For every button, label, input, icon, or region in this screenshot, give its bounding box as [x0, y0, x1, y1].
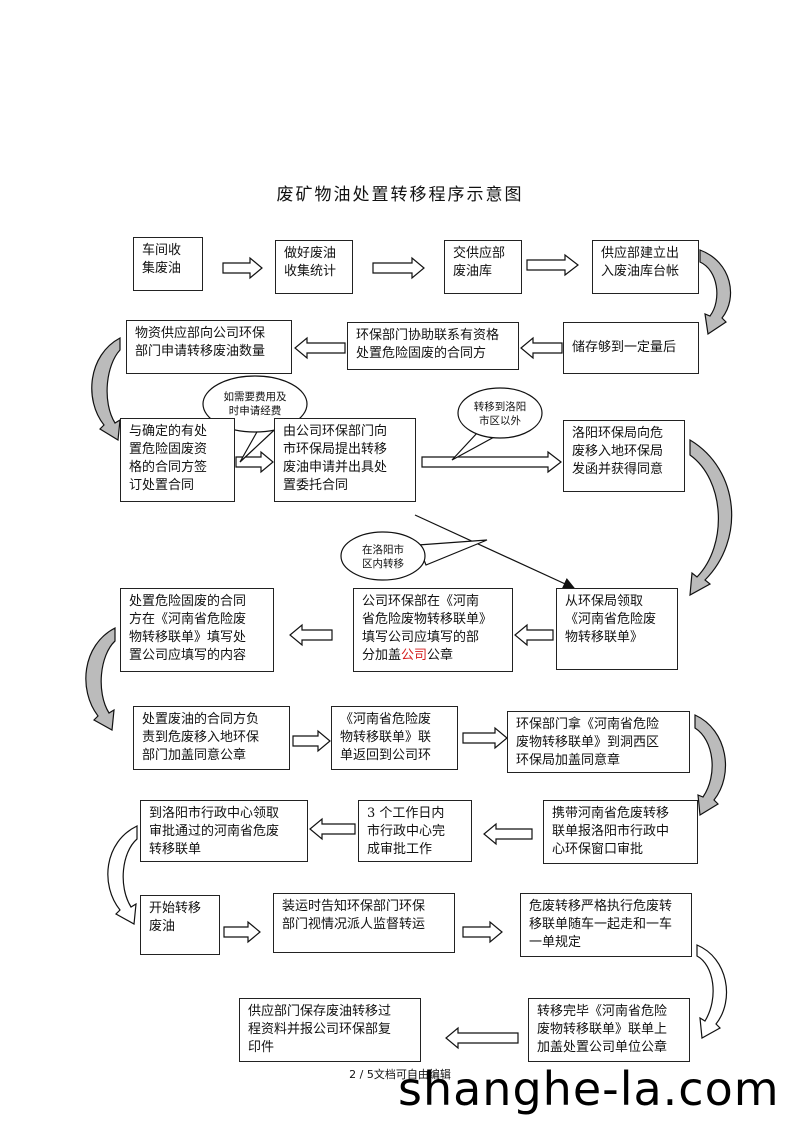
arrow-right-1 [222, 256, 263, 280]
watermark-text: shanghe-la.com [398, 1062, 780, 1116]
callout-text-3: 在洛阳市 区内转移 [362, 544, 404, 570]
step-box-12-text: 公司环保部在《河南 省危险废物转移联单》 填写公司应填写的部 分加盖 [362, 594, 493, 663]
step-box-21: 装运时告知环保部门环保 部门视情况派人监督转运 [273, 893, 455, 953]
step-box-3: 交供应部 废油库 [444, 240, 522, 294]
callout-bubble-2 [451, 387, 543, 461]
curve-arrow-left-1 [91, 337, 121, 442]
arrow-right-8 [223, 920, 261, 944]
arrow-left-5 [483, 822, 533, 846]
curve-arrow-right-3 [694, 714, 727, 817]
step-box-15: 《河南省危险废 物转移联单》联 单返回到公司环 [331, 706, 458, 770]
curve-arrow-right-1 [699, 249, 731, 336]
arrow-right-6 [292, 729, 331, 753]
curve-arrow-right-4 [696, 944, 728, 1039]
arrow-left-3 [514, 623, 554, 647]
step-box-10: 洛阳环保局向危 废移入地环保局 发函并获得同意 [563, 420, 685, 492]
arrow-right-5 [421, 450, 562, 474]
page-footer: 2 / 5文档可自由编辑 [349, 1068, 451, 1081]
step-box-5: 储存够到一定量后 [563, 322, 699, 374]
step-box-8: 与确定的有处 置危险固废资 格的合同方签 订处置合同 [120, 418, 235, 502]
step-box-12: 公司环保部在《河南 省危险废物转移联单》 填写公司应填写的部 分加盖公司公章 [353, 588, 513, 672]
arrow-right-3 [526, 253, 579, 277]
arrow-left-4 [289, 623, 333, 647]
step-box-9: 由公司环保部门向 市环保局提出转移 废油申请并出具处 置委托合同 [274, 418, 416, 502]
callout-text-1: 如需要费用及 时申请经费 [223, 391, 287, 417]
step-box-20: 开始转移 废油 [140, 895, 220, 955]
step-box-16: 环保部门拿《河南省危险 废物转移联单》到洞西区 环保局加盖同意章 [507, 711, 690, 773]
arrow-left-6 [309, 817, 356, 841]
company-highlight: 公司 [401, 648, 428, 663]
step-box-18: 3 个工作日内 市行政中心完 成审批工作 [358, 800, 472, 862]
arrow-left-2 [294, 336, 346, 360]
step-box-1: 车间收 集废油 [133, 237, 203, 291]
diagonal-arrow [414, 514, 576, 589]
arrow-left-1 [520, 336, 563, 360]
arrow-right-2 [372, 256, 425, 280]
arrow-left-7 [445, 1026, 519, 1050]
callout-bubble-3 [340, 531, 488, 581]
step-box-23: 转移完毕《河南省危险 废物转移联单》联单上 加盖处置公司单位公章 [528, 998, 690, 1062]
step-box-12-suffix: 公章 [427, 648, 454, 663]
step-box-11: 从环保局领取 《河南省危险废 物转移联单》 [556, 588, 678, 670]
step-box-4: 供应部建立出 入废油库台帐 [592, 240, 699, 294]
step-box-19: 到洛阳市行政中心领取 审批通过的河南省危废 转移联单 [140, 800, 308, 862]
step-box-7: 物资供应部向公司环保 部门申请转移废油数量 [126, 320, 292, 374]
step-box-13: 处置危险固废的合同 方在《河南省危险废 物转移联单》填写处 置公司应填写的内容 [120, 588, 274, 672]
arrow-right-7 [462, 726, 508, 750]
step-box-22: 危废转移严格执行危废转 移联单随车一起走和一车 一单规定 [520, 893, 692, 957]
step-box-14: 处置废油的合同方负 责到危废移入地环保 部门加盖同意公章 [133, 706, 290, 770]
arrow-right-9 [462, 920, 503, 944]
callout-text-2: 转移到洛阳 市区以外 [473, 401, 527, 427]
step-box-24: 供应部门保存废油转移过 程资料并报公司环保部复 印件 [239, 998, 421, 1062]
step-box-17: 携带河南省危废转移 联单报洛阳市行政中 心环保窗口审批 [543, 800, 698, 864]
curve-arrow-left-3 [107, 825, 138, 925]
arrow-right-4 [235, 450, 274, 474]
curve-arrow-right-2 [689, 438, 733, 597]
step-box-6: 环保部门协助联系有资格 处置危险固废的合同方 [347, 322, 519, 370]
page-title: 废矿物油处置转移程序示意图 [276, 185, 524, 205]
curve-arrow-left-2 [85, 627, 116, 731]
step-box-2: 做好废油 收集统计 [275, 240, 353, 294]
